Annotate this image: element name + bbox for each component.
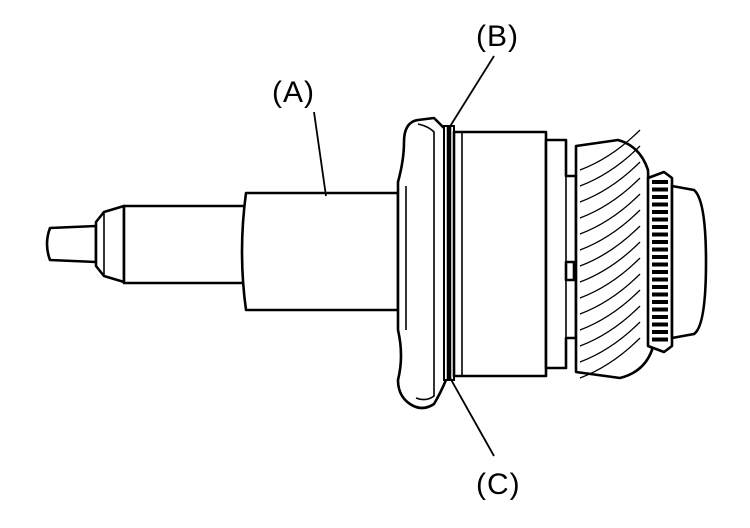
gear-tooth-line — [579, 145, 641, 187]
end-cap — [670, 184, 708, 340]
bearing-roller — [652, 277, 668, 282]
bearing-roller — [652, 285, 668, 289]
bearing-roller — [652, 210, 668, 214]
bearing-roller — [652, 337, 668, 342]
gear-tooth-line — [579, 289, 641, 331]
bearing-roller — [652, 187, 668, 192]
cylinder-housing — [452, 130, 548, 378]
shaft-taper — [94, 204, 126, 284]
bearing-ring — [646, 170, 674, 354]
leader-line-c — [448, 375, 495, 457]
gear-tooth-line — [579, 225, 641, 267]
leader-line-b — [448, 55, 495, 129]
gear-tooth-line — [579, 257, 641, 299]
bearing-roller — [652, 330, 668, 334]
bearing-roller — [652, 255, 668, 259]
bearing-roller — [652, 247, 668, 252]
label-b: (B) — [476, 20, 519, 53]
gear-tooth-line — [579, 177, 641, 219]
bearing-roller — [652, 232, 668, 237]
step-collar — [544, 138, 578, 370]
bearing-roller — [652, 262, 668, 267]
gear-tooth-line — [579, 161, 641, 203]
bearing-roller — [652, 307, 668, 312]
gear-tooth-line — [579, 273, 641, 315]
leader-line-a — [313, 111, 327, 197]
label-a: (A) — [272, 76, 315, 109]
shaft-main-body — [240, 191, 400, 312]
bearing-roller — [652, 180, 668, 184]
bearing-roller — [652, 195, 668, 199]
gear-tooth-line — [579, 209, 641, 251]
bearing-roller — [652, 240, 668, 244]
bearing-roller — [652, 300, 668, 304]
gear-tooth-line — [579, 193, 641, 235]
seal-ring-b — [443, 125, 455, 381]
flange-plate — [396, 116, 448, 410]
bearing-roller — [652, 270, 668, 274]
gear-teeth — [579, 129, 641, 379]
gear-tooth-line — [579, 241, 641, 283]
label-c: (C) — [476, 468, 521, 501]
bearing-roller — [652, 292, 668, 297]
shaft-tip — [45, 224, 98, 264]
bearing-roller — [652, 315, 668, 319]
gear-tooth-line — [579, 129, 641, 171]
bearing-roller — [652, 225, 668, 229]
bearing-roller — [652, 217, 668, 222]
gear-tooth-line — [579, 337, 641, 379]
bearing-roller — [652, 202, 668, 207]
shaft-narrow-section — [122, 204, 248, 285]
helical-gear — [574, 129, 654, 380]
gear-tooth-line — [579, 321, 641, 363]
bearing-roller — [652, 322, 668, 327]
gear-tooth-line — [579, 305, 641, 347]
bearing-rollers — [652, 180, 668, 342]
